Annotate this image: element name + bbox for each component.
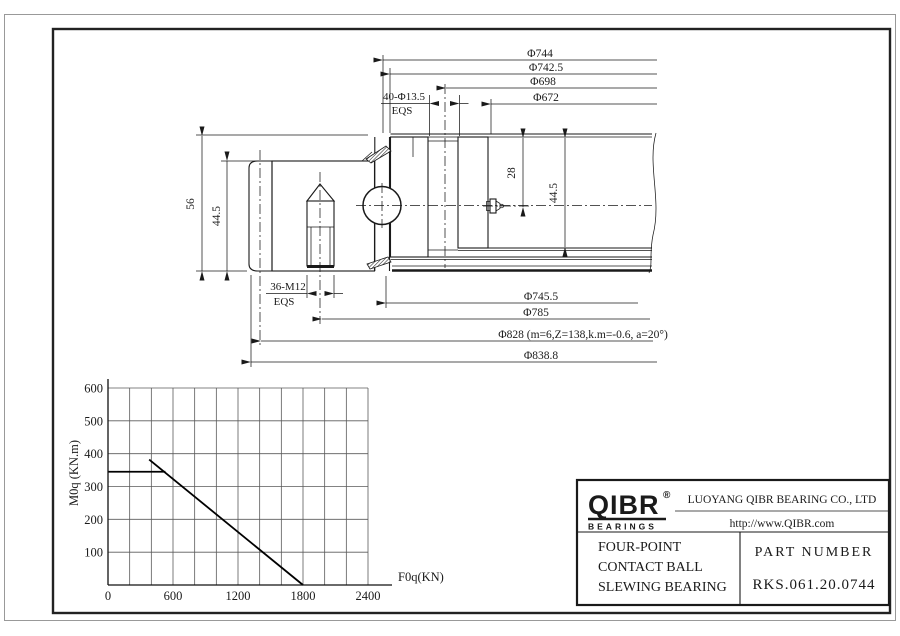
part-number-value: RKS.061.20.0744 (753, 577, 876, 593)
title-block-border (575, 478, 891, 607)
chart-y-axis-title: M0q (KN.m) (67, 440, 81, 506)
dimension-annotations: Φ744 Φ742.5 Φ698 Φ672 40-Φ13.5 EQS 56 (185, 48, 668, 367)
x-tick-label: 600 (164, 589, 183, 603)
chart-series (108, 458, 304, 586)
chart-grid (108, 387, 369, 585)
dim-height-44-5-outer: 44.5 (548, 128, 568, 257)
dim-height-28: 28 (506, 128, 526, 217)
dim-d785: Φ785 (312, 307, 650, 322)
dim-d828-label: Φ828 (m=6,Z=138,k.m=-0.6, a=20°) (498, 329, 668, 341)
seal-top (365, 145, 392, 164)
dim-mount-holes-inner: 36-M12 EQS (266, 275, 343, 308)
outer-ring-section-right (457, 136, 489, 249)
product-name-line1: FOUR-POINT (598, 540, 682, 555)
height-44-5-outer-label: 44.5 (548, 183, 560, 203)
inner-ring-chamfer (361, 151, 373, 162)
dim-d745-5-label: Φ745.5 (524, 291, 559, 303)
dim-height-56: 56 (185, 126, 205, 281)
logo-subtext: BEARINGS (588, 522, 657, 532)
product-name-line2: CONTACT BALL (598, 560, 703, 575)
break-line (648, 132, 657, 274)
y-tick-label: 400 (84, 447, 103, 461)
chart-x-axis-title: F0q(KN) (398, 570, 444, 584)
height-56-label: 56 (185, 198, 197, 210)
height-28-label: 28 (506, 167, 518, 179)
dim-d828-gear: Φ828 (m=6,Z=138,k.m=-0.6, a=20°) (251, 329, 668, 344)
y-tick-label: 200 (84, 513, 103, 527)
title-block: QIBR ® BEARINGS LUOYANG QIBR BEARING CO.… (575, 478, 891, 607)
dim-d838-8: Φ838.8 (241, 350, 657, 365)
drawing-frame (51, 27, 892, 615)
gear-rim (248, 160, 273, 272)
dim-d838-8-label: Φ838.8 (524, 350, 559, 362)
dim-d785-label: Φ785 (523, 307, 549, 319)
bearing-cross-section (248, 84, 657, 346)
dim-d744: Φ744 (373, 48, 657, 63)
x-tick-label: 1800 (291, 589, 316, 603)
company-name: LUOYANG QIBR BEARING CO., LTD (688, 494, 877, 506)
tapped-hole-m12 (305, 183, 336, 268)
y-tick-label: 100 (84, 546, 103, 560)
x-tick-label: 1200 (226, 589, 251, 603)
part-number-label: PART NUMBER (755, 545, 874, 560)
y-tick-label: 600 (84, 382, 103, 396)
mount-holes-inner-label: 36-M12 (270, 281, 305, 293)
dim-d698-label: Φ698 (530, 76, 556, 88)
company-logo: QIBR ® BEARINGS (588, 490, 671, 532)
chart-axes (107, 379, 392, 586)
dim-height-44-5-inner: 44.5 (211, 151, 230, 281)
sheet-borders (4, 14, 896, 621)
mount-holes-inner-eqs: EQS (274, 296, 295, 308)
dim-d698: Φ698 (436, 76, 657, 91)
dim-d672-label: Φ672 (533, 92, 559, 104)
x-tick-label: 0 (105, 589, 111, 603)
x-tick-label: 2400 (356, 589, 381, 603)
seal-bottom (366, 256, 392, 270)
y-tick-label: 500 (84, 414, 103, 428)
dim-d742-5: Φ742.5 (380, 62, 657, 77)
product-name-line3: SLEWING BEARING (598, 580, 727, 595)
dim-mount-holes-outer: 40-Φ13.5 EQS (381, 91, 469, 117)
dim-d745-5: Φ745.5 (376, 291, 638, 306)
registered-mark-icon: ® (663, 490, 671, 501)
mount-holes-outer-eqs: EQS (392, 105, 413, 117)
height-44-5-inner-label: 44.5 (211, 206, 223, 226)
inner-ring-section (271, 160, 376, 272)
chart-tick-labels: 0 600 1200 1800 2400 100 200 300 400 500 600 (84, 382, 380, 604)
dim-d742-5-label: Φ742.5 (529, 62, 564, 74)
y-tick-label: 300 (84, 480, 103, 494)
outer-page-border (4, 14, 896, 621)
dim-d744-label: Φ744 (527, 48, 553, 60)
company-website: http://www.QIBR.com (730, 518, 835, 530)
dim-d672: Φ672 (481, 92, 657, 107)
curve-moment-load-limit (148, 458, 304, 586)
load-capacity-chart: 0 600 1200 1800 2400 100 200 300 400 500 600 F0q(K… (67, 379, 444, 603)
mount-holes-outer-label: 40-Φ13.5 (383, 91, 425, 103)
logo-text: QIBR (588, 490, 660, 520)
